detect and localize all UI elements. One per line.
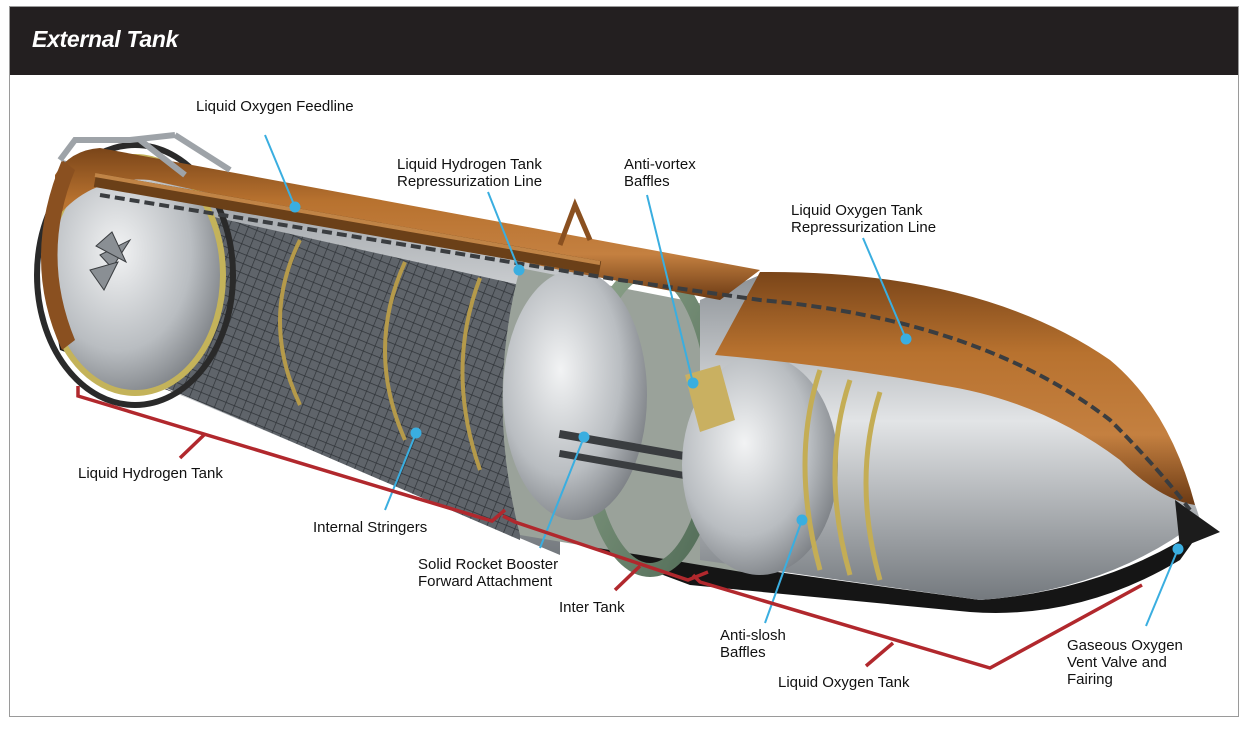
label-lh2-repress-line1: Liquid Hydrogen Tank: [397, 156, 542, 173]
label-antislosh-line2: Baffles: [720, 644, 766, 661]
label-internal-stringers: Internal Stringers: [313, 519, 427, 536]
dot-antislosh: [798, 516, 807, 525]
label-intertank: Inter Tank: [559, 599, 625, 616]
label-lox-feedline: Liquid Oxygen Feedline: [196, 98, 354, 115]
bracket-lox-tank-tick: [866, 643, 893, 666]
dot-srb-attach: [580, 433, 589, 442]
label-lh2-repress-line2: Repressurization Line: [397, 173, 542, 190]
label-antislosh-line1: Anti-slosh: [720, 627, 786, 644]
bracket-lh2-tank-tick: [180, 434, 205, 458]
label-antivortex-line2: Baffles: [624, 173, 670, 190]
nose-ogive-tip: [1175, 500, 1220, 548]
label-vent-valve-line1: Gaseous Oxygen: [1067, 637, 1183, 654]
label-antivortex-line1: Anti-vortex: [624, 156, 696, 173]
lh2-forward-dome: [503, 270, 647, 520]
label-lh2-tank: Liquid Hydrogen Tank: [78, 465, 223, 482]
dot-vent-valve: [1174, 545, 1183, 554]
label-vent-valve-line3: Fairing: [1067, 671, 1113, 688]
dot-lh2-repress: [515, 266, 524, 275]
bracket-intertank-tick: [615, 566, 640, 590]
dot-antivortex: [689, 379, 698, 388]
label-lox-repress-line2: Repressurization Line: [791, 219, 936, 236]
dot-stringers: [412, 429, 421, 438]
label-lox-tank: Liquid Oxygen Tank: [778, 674, 909, 691]
label-lox-repress-line1: Liquid Oxygen Tank: [791, 202, 922, 219]
dot-lox-repress: [902, 335, 911, 344]
dot-lox-feedline: [291, 203, 300, 212]
label-vent-valve-line2: Vent Valve and: [1067, 654, 1167, 671]
label-srb-attach-line1: Solid Rocket Booster: [418, 556, 558, 573]
label-srb-attach-line2: Forward Attachment: [418, 573, 552, 590]
